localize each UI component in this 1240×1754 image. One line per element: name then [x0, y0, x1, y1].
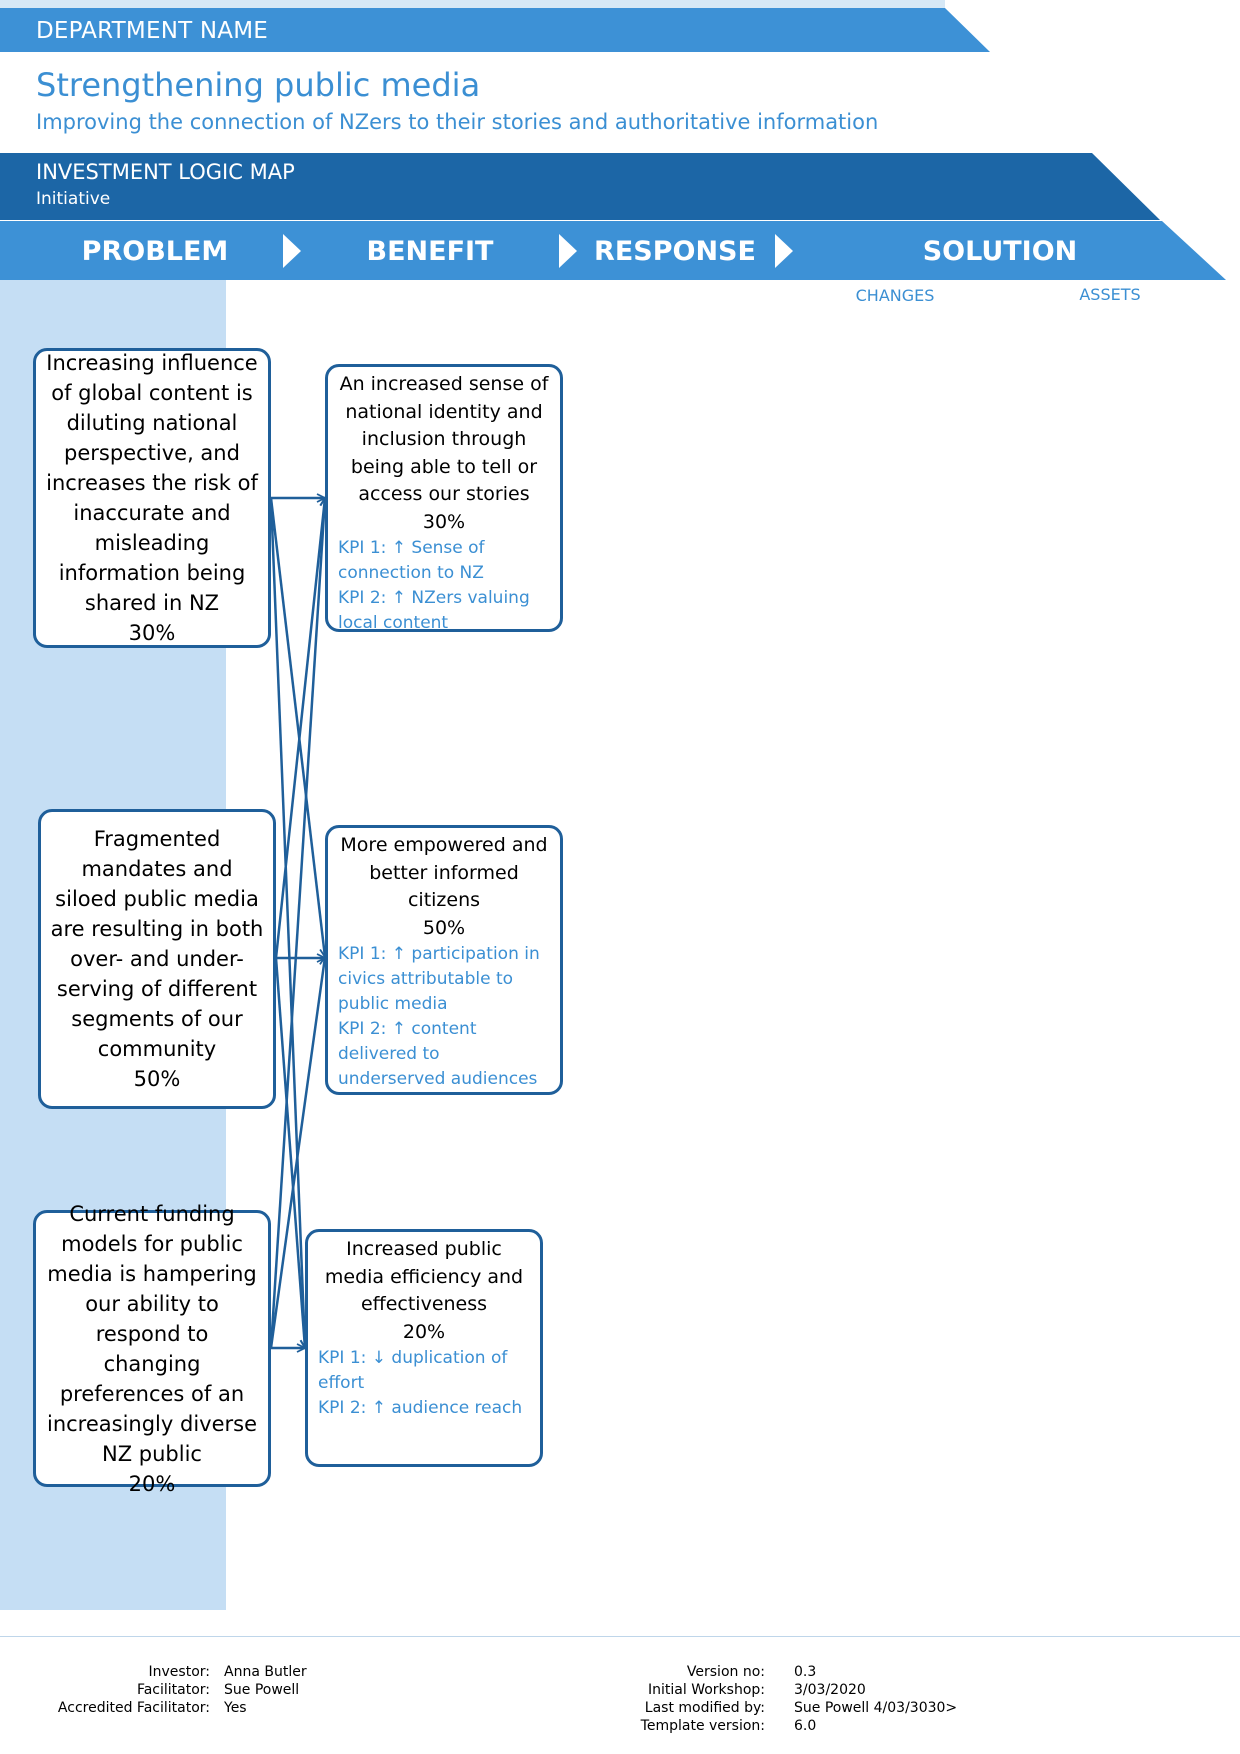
modified-value: Sue Powell 4/03/3030>	[794, 1700, 958, 1716]
benefit-kpi: KPI 1: ↑ Sense of connection to NZ	[338, 538, 485, 583]
department-band	[0, 8, 990, 52]
problem-box-3: Current funding models for public media …	[33, 1202, 271, 1496]
stage-solution: SOLUTION	[922, 236, 1078, 267]
template-value: 6.0	[794, 1718, 817, 1734]
page-subtitle: Improving the connection of NZers to the…	[36, 110, 879, 134]
problem-text: Current funding models for public media …	[46, 1201, 257, 1466]
connector-p1-b2	[269, 497, 325, 957]
connector-p2-b1	[274, 498, 325, 959]
template-label: Template version:	[640, 1718, 765, 1734]
benefit-text: An increased sense of national identity …	[339, 373, 549, 505]
stage-response: RESPONSE	[594, 236, 756, 267]
investor-label: Investor:	[148, 1664, 210, 1680]
workshop-label: Initial Workshop:	[648, 1682, 765, 1698]
benefit-box-1: An increased sense of national identity …	[325, 364, 563, 633]
problem-text: Fragmented mandates and siloed public me…	[50, 827, 264, 1061]
benefit-kpi: KPI 2: ↑ content delivered to underserve…	[338, 1019, 538, 1089]
benefit-kpi: KPI 2: ↑ audience reach	[318, 1398, 523, 1418]
solution-assets-heading: ASSETS	[1079, 285, 1141, 304]
problem-text: Increasing influence of global content i…	[46, 351, 258, 615]
connector-p3-b2	[269, 957, 325, 1349]
benefit-text: Increased public media efficiency and ef…	[324, 1238, 524, 1315]
stage-band	[0, 221, 1226, 280]
problem-weight: 30%	[128, 621, 176, 645]
version-value: 0.3	[794, 1664, 817, 1680]
benefit-weight: 20%	[402, 1320, 446, 1343]
ilm-sublabel: Initiative	[36, 189, 111, 209]
facilitator-value: Sue Powell	[224, 1682, 300, 1698]
problem-weight: 50%	[133, 1067, 181, 1091]
footer-left-labels: Investor: Facilitator: Accredited Facili…	[40, 1663, 210, 1717]
stage-benefit: BENEFIT	[366, 236, 494, 267]
stage-problem: PROBLEM	[81, 236, 229, 267]
top-light-stripe	[0, 0, 945, 8]
department-name: DEPARTMENT NAME	[36, 18, 268, 44]
facilitator-label: Facilitator:	[136, 1682, 210, 1698]
connector-lines	[269, 497, 325, 1349]
version-label: Version no:	[686, 1664, 765, 1680]
accredited-value: Yes	[224, 1700, 247, 1716]
accredited-label: Accredited Facilitator:	[57, 1700, 210, 1716]
connector-p3-b1	[269, 498, 325, 1349]
footer-divider	[0, 1636, 1240, 1637]
problem-box-2: Fragmented mandates and siloed public me…	[38, 809, 276, 1109]
footer-left-values: Anna Butler Sue Powell Yes	[224, 1663, 424, 1717]
ilm-label: INVESTMENT LOGIC MAP	[36, 160, 295, 184]
benefit-weight: 30%	[422, 510, 466, 533]
chevron-1-icon	[283, 234, 301, 268]
benefit-kpi: KPI 1: ↓ duplication of effort	[318, 1348, 508, 1393]
benefit-kpi: KPI 2: ↑ NZers valuing local content	[338, 588, 530, 633]
footer-right-values: 0.3 3/03/2020 Sue Powell 4/03/3030> 6.0	[794, 1663, 994, 1735]
benefit-text: More empowered and better informed citiz…	[340, 834, 548, 911]
connector-p2-b3	[274, 957, 305, 1348]
ilm-band	[0, 153, 1160, 220]
solution-changes-heading: CHANGES	[855, 286, 935, 305]
problem-box-1: Increasing influence of global content i…	[33, 348, 271, 648]
footer-right-labels: Version no: Initial Workshop: Last modif…	[560, 1663, 765, 1735]
investor-value: Anna Butler	[224, 1664, 307, 1680]
benefit-box-2: More empowered and better informed citiz…	[325, 825, 563, 1095]
problem-weight: 20%	[128, 1471, 176, 1496]
chevron-3-icon	[775, 234, 793, 268]
page-title: Strengthening public media	[36, 66, 481, 104]
connector-p1-b3	[269, 497, 305, 1348]
benefit-weight: 50%	[422, 916, 466, 939]
modified-label: Last modified by:	[644, 1700, 765, 1716]
benefit-box-3: Increased public media efficiency and ef…	[305, 1229, 543, 1467]
benefit-kpi: KPI 1: ↑ participation in civics attribu…	[338, 944, 540, 1014]
chevron-2-icon	[559, 234, 577, 268]
workshop-value: 3/03/2020	[794, 1682, 866, 1698]
